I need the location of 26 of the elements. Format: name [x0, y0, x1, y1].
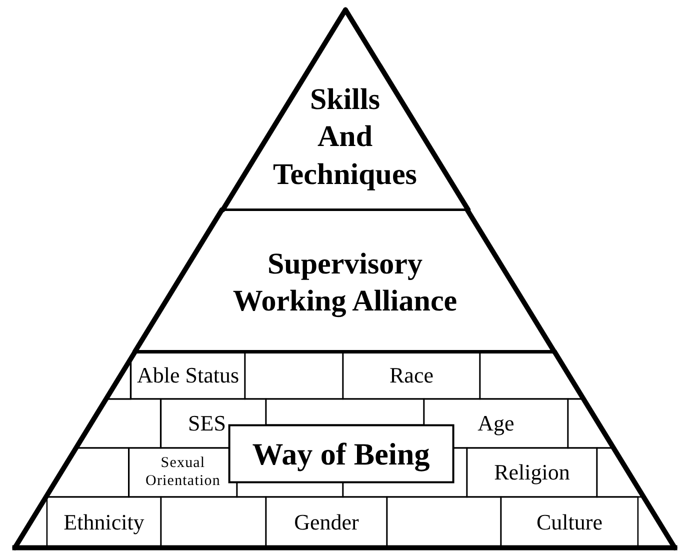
brick: [160, 496, 267, 549]
central-box: [228, 424, 454, 484]
brick-label: Culture: [536, 510, 603, 536]
pyramid-tier: [12, 349, 678, 551]
brick: [342, 351, 481, 400]
tier-label: Supervisory Working Alliance: [232, 246, 458, 320]
central-label: Way of Being: [252, 435, 430, 473]
brick-label: Ethnicity: [62, 510, 145, 536]
brick-label: Religion: [493, 460, 570, 486]
brick: [244, 351, 344, 400]
brick-label: Sexual Orientation: [144, 454, 221, 490]
brick-label: Gender: [293, 510, 360, 536]
brick-label: SES: [187, 410, 226, 436]
brick-label: Age: [476, 410, 515, 436]
brick-label: Race: [388, 362, 434, 388]
brick: [130, 351, 246, 400]
brick: [265, 496, 388, 549]
brick: [479, 351, 585, 400]
brick: [386, 496, 502, 549]
pyramid-tier: [220, 7, 470, 213]
brick: [500, 496, 639, 549]
tier-label: Skills And Techniques: [272, 82, 418, 193]
brick: [46, 496, 162, 549]
brick-label: Able Status: [136, 362, 240, 388]
brick: [466, 447, 598, 498]
brick: [265, 398, 425, 426]
